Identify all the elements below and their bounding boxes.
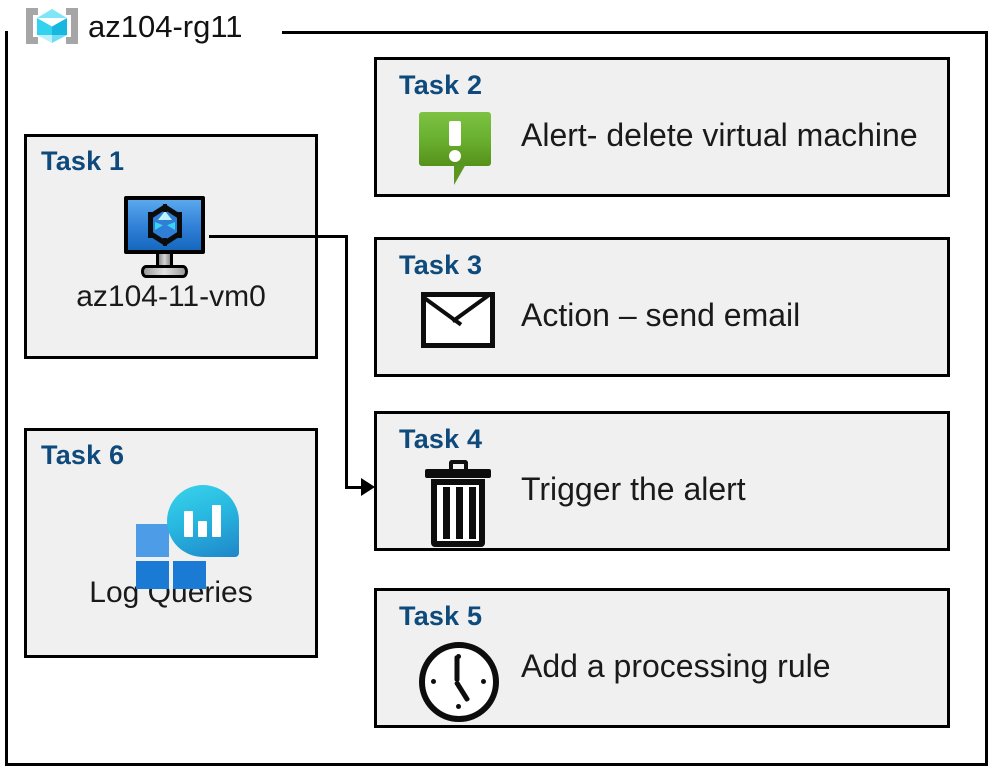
task-5-title: Task 5 bbox=[399, 601, 483, 631]
task-4-caption: Trigger the alert bbox=[521, 471, 746, 507]
resource-group-frame-top bbox=[282, 31, 988, 34]
alert-bubble-icon bbox=[419, 112, 497, 188]
task-5-caption: Add a processing rule bbox=[521, 648, 831, 684]
resource-group-frame-right bbox=[985, 31, 988, 766]
task-3-caption: Action – send email bbox=[521, 297, 801, 333]
log-analytics-icon bbox=[127, 485, 239, 589]
trash-icon bbox=[425, 460, 491, 548]
virtual-machine-icon bbox=[118, 196, 211, 281]
task-6-title: Task 6 bbox=[41, 440, 125, 470]
connector-segment-vertical bbox=[345, 235, 348, 488]
azure-resource-group-icon bbox=[26, 2, 78, 50]
clock-icon bbox=[419, 642, 499, 722]
task-4-title: Task 4 bbox=[399, 424, 483, 454]
task-2-caption: Alert- delete virtual machine bbox=[521, 117, 918, 153]
resource-group-name: az104-rg11 bbox=[88, 8, 243, 44]
task-1-caption: az104-11-vm0 bbox=[76, 280, 266, 313]
connector-arrowhead-icon bbox=[361, 478, 375, 496]
task-1-title: Task 1 bbox=[41, 146, 125, 176]
resource-group-frame-bottom bbox=[5, 763, 988, 766]
task-3-card[interactable]: Task 3 Action – send email bbox=[374, 237, 950, 377]
connector-segment-horizontal-bottom bbox=[345, 486, 367, 489]
connector-segment-horizontal-top bbox=[209, 235, 348, 238]
task-3-title: Task 3 bbox=[399, 250, 483, 280]
resource-group-label: az104-rg11 bbox=[26, 2, 251, 50]
resource-group-frame-left bbox=[5, 31, 8, 766]
task-2-title: Task 2 bbox=[399, 70, 483, 100]
envelope-icon bbox=[421, 292, 495, 348]
task-1-card[interactable]: Task 1 az104-11-vm0 bbox=[24, 134, 318, 359]
task-6-card[interactable]: Task 6 Log Queries bbox=[24, 428, 318, 658]
task-6-caption: Log Queries bbox=[89, 576, 253, 609]
